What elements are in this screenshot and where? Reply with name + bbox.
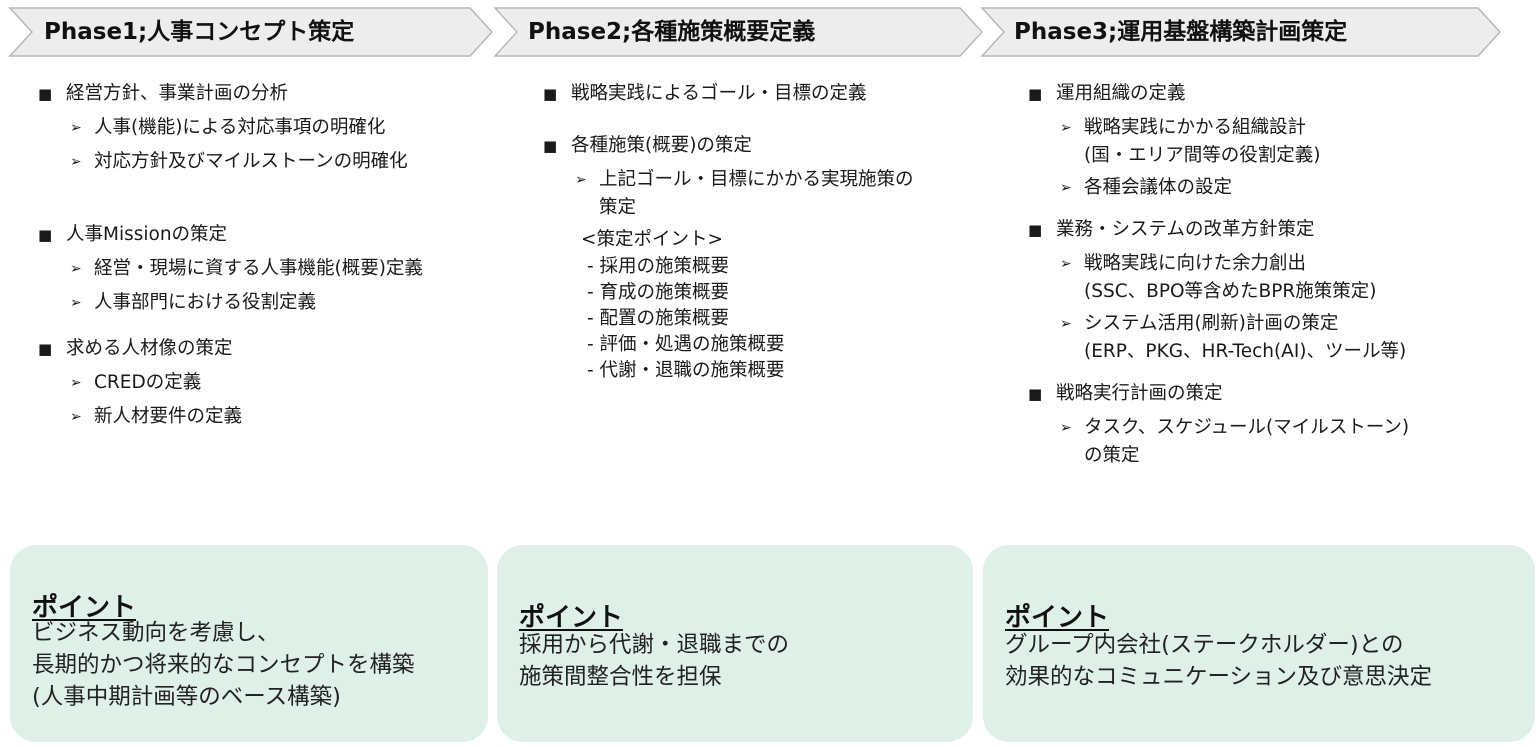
bullet-item: 求める人材像の策定 — [38, 335, 508, 363]
sub-item-line: 戦略実践に向けた余力創出 — [1084, 253, 1307, 274]
sub-item: タスク、スケジュール(マイルストーン) の策定 — [1028, 414, 1528, 470]
point-line: (人事中期計画等のベース構築) — [32, 684, 341, 710]
sub-item: 上記ゴール・目標にかかる実現施策の 策定 — [543, 166, 993, 222]
sub-item-line: (国・エリア間等の役割定義) — [1084, 145, 1321, 166]
phase2-column: 戦略実践によるゴール・目標の定義 各種施策(概要)の策定 上記ゴール・目標にかか… — [543, 80, 993, 384]
phase2-title: Phase2;各種施策概要定義 — [528, 19, 816, 45]
phase1-section: 求める人材像の策定 CREDの定義 新人材要件の定義 — [38, 335, 508, 431]
bullet-item: 経営方針、事業計画の分析 — [38, 80, 508, 108]
phase3-section: 業務・システムの改革方針策定 戦略実践に向けた余力創出 (SSC、BPO等含めた… — [1028, 216, 1528, 366]
sub-item-line: システム活用(刷新)計画の策定 — [1084, 313, 1339, 334]
phase3-title: Phase3;運用基盤構築計画策定 — [1014, 19, 1348, 45]
phase3-point-box: ポイント グループ内会社(ステークホルダー)との 効果的なコミュニケーション及び… — [983, 545, 1535, 742]
phase1-title: Phase1;人事コンセプト策定 — [44, 19, 355, 45]
phase3-section: 戦略実行計画の策定 タスク、スケジュール(マイルストーン) の策定 — [1028, 380, 1528, 470]
note-item: - 採用の施策概要 — [587, 256, 730, 277]
sub-item: システム活用(刷新)計画の策定 (ERP、PKG、HR-Tech(AI)、ツール… — [1028, 310, 1528, 366]
sub-item: 経営・現場に資する人事機能(概要)定義 — [38, 255, 508, 283]
phase2-section: 戦略実践によるゴール・目標の定義 — [543, 80, 993, 108]
bullet-item: 業務・システムの改革方針策定 — [1028, 216, 1528, 244]
sub-item-line: タスク、スケジュール(マイルストーン) — [1084, 417, 1410, 438]
note-item: - 代謝・退職の施策概要 — [587, 360, 785, 381]
note-item: - 配置の施策概要 — [587, 308, 730, 329]
sub-item-line: (ERP、PKG、HR-Tech(AI)、ツール等) — [1084, 341, 1407, 362]
bullet-item: 戦略実践によるゴール・目標の定義 — [543, 80, 993, 108]
point-text: ビジネス動向を考慮し、 長期的かつ将来的なコンセプトを構築 (人事中期計画等のベ… — [32, 617, 415, 713]
sub-item: 戦略実践に向けた余力創出 (SSC、BPO等含めたBPR施策策定) — [1028, 250, 1528, 306]
point-line: 施策間整合性を担保 — [519, 664, 722, 690]
bullet-item: 各種施策(概要)の策定 — [543, 132, 993, 160]
sub-item: 新人材要件の定義 — [38, 403, 508, 431]
phase3-section: 運用組織の定義 戦略実践にかかる組織設計 (国・エリア間等の役割定義) 各種会議… — [1028, 80, 1528, 202]
point-line: 効果的なコミュニケーション及び意思決定 — [1005, 664, 1433, 690]
point-line: 長期的かつ将来的なコンセプトを構築 — [32, 652, 415, 678]
phase1-section: 経営方針、事業計画の分析 人事(機能)による対応事項の明確化 対応方針及びマイル… — [38, 80, 508, 176]
phase3-column: 運用組織の定義 戦略実践にかかる組織設計 (国・エリア間等の役割定義) 各種会議… — [1028, 80, 1528, 470]
sub-item: 人事部門における役割定義 — [38, 289, 508, 317]
sub-item-line: の策定 — [1084, 445, 1140, 466]
sub-item: 対応方針及びマイルストーンの明確化 — [38, 148, 508, 176]
phase3-chevron — [980, 7, 1502, 57]
phase1-column: 経営方針、事業計画の分析 人事(機能)による対応事項の明確化 対応方針及びマイル… — [38, 80, 508, 431]
point-line: 採用から代謝・退職までの — [519, 632, 790, 658]
point-line: グループ内会社(ステークホルダー)との — [1005, 632, 1404, 658]
sub-item-line: (SSC、BPO等含めたBPR施策策定) — [1084, 281, 1377, 302]
bullet-item: 運用組織の定義 — [1028, 80, 1528, 108]
phase2-chevron — [493, 7, 984, 57]
sub-item: 戦略実践にかかる組織設計 (国・エリア間等の役割定義) — [1028, 114, 1528, 170]
sub-item: 各種会議体の設定 — [1028, 174, 1528, 202]
point-text: グループ内会社(ステークホルダー)との 効果的なコミュニケーション及び意思決定 — [1005, 629, 1432, 693]
phase-chevron-row — [8, 7, 1502, 57]
sub-item: 人事(機能)による対応事項の明確化 — [38, 114, 508, 142]
strategy-points: <策定ポイント> - 採用の施策概要 - 育成の施策概要 - 配置の施策概要 -… — [543, 226, 993, 384]
bullet-item: 戦略実行計画の策定 — [1028, 380, 1528, 408]
point-title: ポイント — [1005, 603, 1110, 633]
phase1-point-box: ポイント ビジネス動向を考慮し、 長期的かつ将来的なコンセプトを構築 (人事中期… — [10, 545, 488, 742]
point-title: ポイント — [32, 593, 137, 623]
phase2-point-box: ポイント 採用から代謝・退職までの 施策間整合性を担保 — [497, 545, 973, 742]
point-line: ビジネス動向を考慮し、 — [32, 620, 280, 646]
point-text: 採用から代謝・退職までの 施策間整合性を担保 — [519, 629, 789, 693]
point-title: ポイント — [519, 603, 624, 633]
sub-item-line: 策定 — [599, 197, 637, 218]
bullet-item: 人事Missionの策定 — [38, 221, 508, 249]
note-item: - 評価・処遇の施策概要 — [587, 334, 785, 355]
phase1-chevron — [8, 7, 494, 57]
sub-item: CREDの定義 — [38, 369, 508, 397]
note-item: - 育成の施策概要 — [587, 282, 730, 303]
sub-item-line: 戦略実践にかかる組織設計 — [1084, 117, 1307, 138]
note-header: <策定ポイント> — [581, 229, 724, 250]
phase1-section: 人事Missionの策定 経営・現場に資する人事機能(概要)定義 人事部門におけ… — [38, 221, 508, 317]
sub-item-line: 上記ゴール・目標にかかる実現施策の — [599, 169, 914, 190]
phase2-section: 各種施策(概要)の策定 上記ゴール・目標にかかる実現施策の 策定 — [543, 132, 993, 222]
